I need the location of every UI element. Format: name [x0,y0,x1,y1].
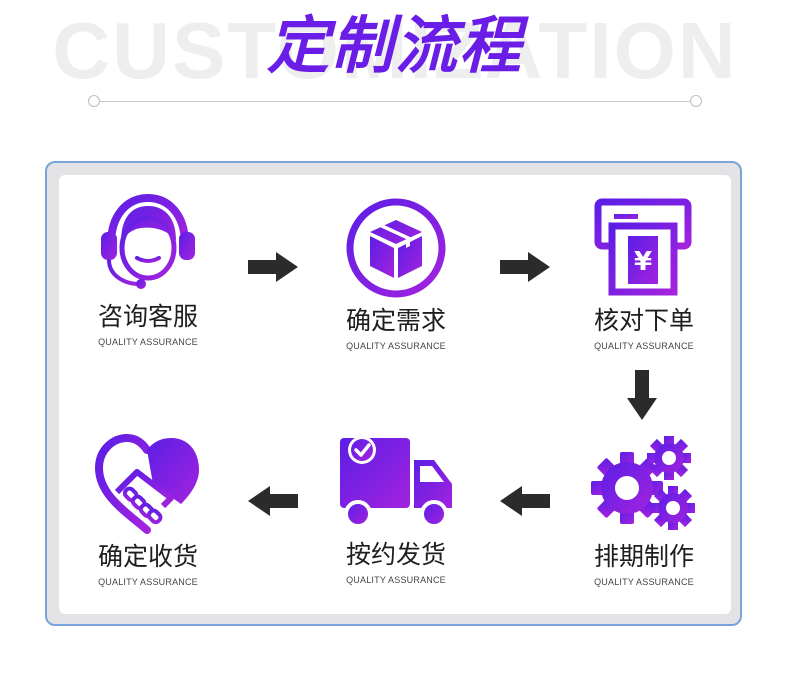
arrow-left-icon [500,486,550,516]
step-label: 排期制作 [593,542,694,571]
step-subtitle: QUALITY ASSURANCE [98,577,198,587]
svg-text:¥: ¥ [634,247,652,277]
arrow-down-icon [627,370,657,420]
step-label: 按约发货 [345,540,446,569]
step-ship-as-agreed: 按约发货 QUALITY ASSURANCE [311,430,481,585]
title-divider [100,101,690,102]
step-consult-service: 咨询客服 QUALITY ASSURANCE [63,192,233,347]
step-label: 确定需求 [345,306,446,335]
headset-agent-icon [101,193,195,289]
delivery-truck-icon [340,436,452,528]
step-label: 确定收货 [97,542,198,571]
package-box-icon [346,198,446,298]
step-subtitle: QUALITY ASSURANCE [346,575,446,585]
divider-right-dot [690,95,702,107]
arrow-right-icon [248,252,298,282]
arrow-left-icon [248,486,298,516]
arrow-right-icon [500,252,550,282]
step-label: 核对下单 [593,306,694,335]
gears-icon [591,436,695,530]
step-confirm-receipt: 确定收货 QUALITY ASSURANCE [63,432,233,587]
step-label: 咨询客服 [97,302,198,331]
step-verify-order: ¥ 核对下单 QUALITY ASSURANCE [559,196,729,351]
page-title: 定制流程 [266,9,523,82]
header-background-word: CUSTOMIZATION [52,6,738,95]
step-subtitle: QUALITY ASSURANCE [594,577,694,587]
step-schedule-production: 排期制作 QUALITY ASSURANCE [559,432,729,587]
heart-handshake-icon [94,433,199,534]
payment-terminal-yuan-icon: ¥ [594,198,692,296]
step-subtitle: QUALITY ASSURANCE [594,341,694,351]
step-subtitle: QUALITY ASSURANCE [98,337,198,347]
step-subtitle: QUALITY ASSURANCE [346,341,446,351]
step-confirm-requirements: 确定需求 QUALITY ASSURANCE [311,196,481,351]
divider-left-dot [88,95,100,107]
